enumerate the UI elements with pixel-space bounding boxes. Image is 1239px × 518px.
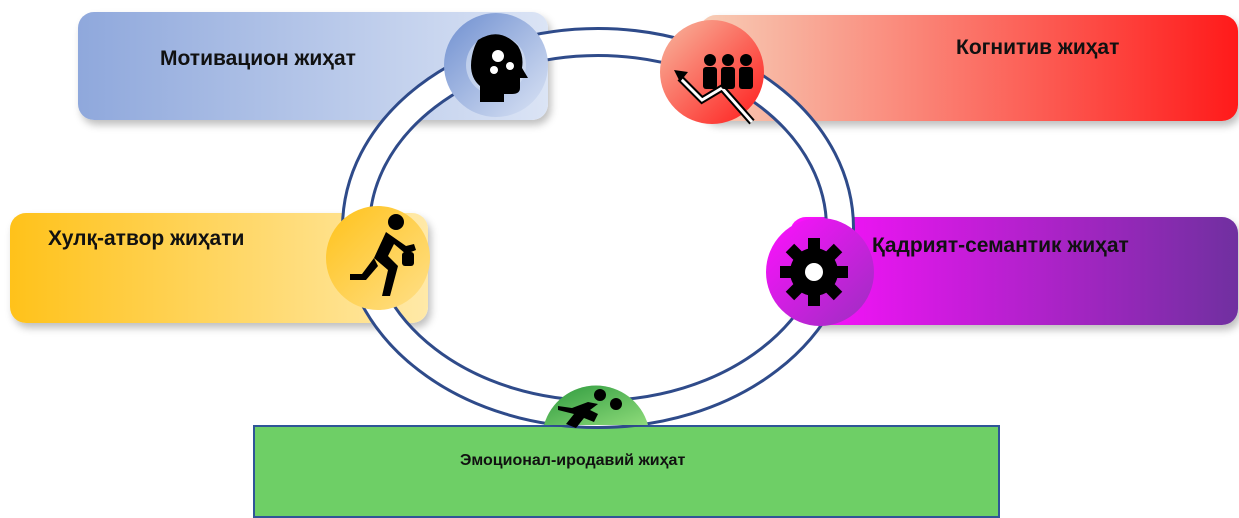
node-cognitive-label: Когнитив жиҳат <box>956 36 1120 59</box>
node-value-label: Қадрият-семантик жиҳат <box>872 234 1129 257</box>
gear-icon <box>766 218 874 326</box>
sprinter-icon <box>544 385 648 428</box>
runner-icon <box>326 206 430 310</box>
node-emotional-label: Эмоционал-иродавий жиҳат <box>460 452 686 469</box>
growth-people-icon <box>660 20 764 125</box>
node-motivational-label: Мотивацион жиҳат <box>160 47 356 70</box>
head-gears-icon <box>444 13 548 117</box>
node-emotional-box <box>253 425 1000 518</box>
node-behavioral-label: Хулқ-атвор жиҳати <box>48 227 245 250</box>
